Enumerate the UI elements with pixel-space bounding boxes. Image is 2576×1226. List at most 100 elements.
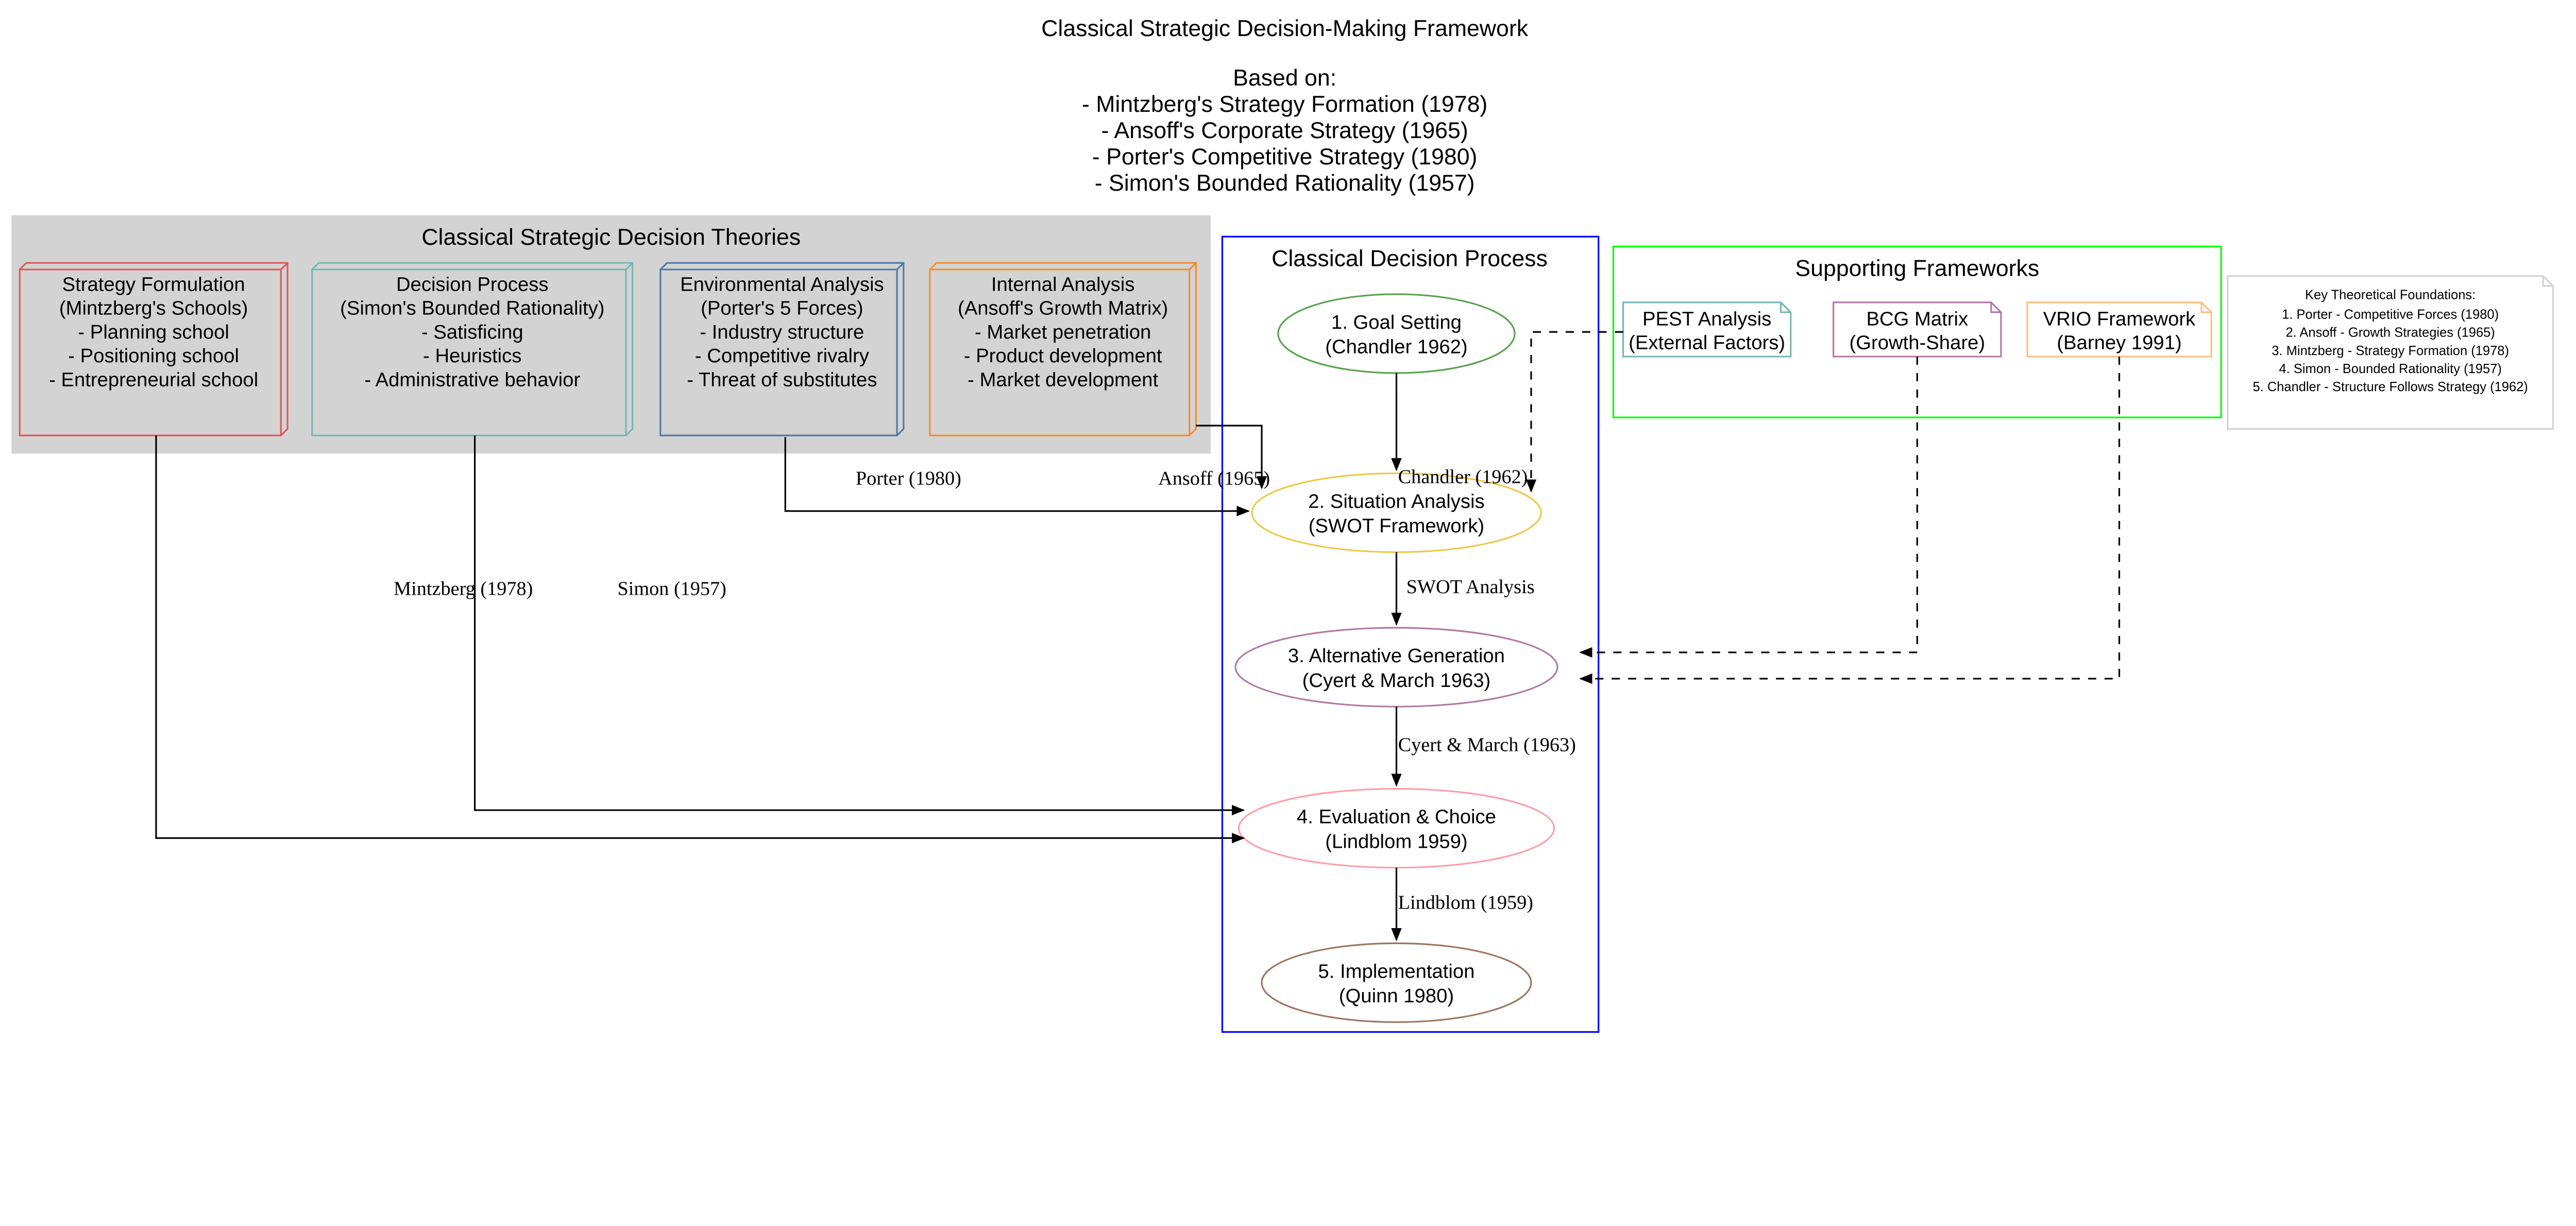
theories-cluster-background [11,215,1211,454]
edge-label: Cyert & March (1963) [1398,734,1576,755]
theories-cluster: Classical Strategic Decision Theories St… [11,215,1211,454]
theory-node-line: Decision Process [396,273,549,295]
framework-node-bcg-matrix: BCG Matrix(Growth-Share) [1833,301,2002,358]
theory-node-line: - Satisficing [421,321,523,343]
diagram-header: Classical Strategic Decision-Making Fram… [1041,16,1529,196]
edge-label: Simon (1957) [617,578,726,599]
edge-vrio-to-alternative [1579,356,2121,684]
process-step-line: (Cyert & March 1963) [1302,669,1491,692]
note-line: 4. Simon - Bounded Rationality (1957) [2279,362,2501,376]
process-step-alternative-generation: 3. Alternative Generation(Cyert & March … [1234,627,1558,708]
framework-node-line: (Growth-Share) [1850,332,1986,354]
process-step-situation-analysis: 2. Situation Analysis (SWOT Framework) [1251,472,1542,553]
note-line: Key Theoretical Foundations: [2305,288,2476,302]
theory-node-strategy-formulation: Strategy Formulation(Mintzberg's Schools… [19,262,289,436]
based-on-label: Based on: [1233,65,1336,91]
theory-node-line: (Simon's Bounded Rationality) [340,297,604,320]
process-step-line: 5. Implementation [1318,960,1475,982]
box3d-shape [659,262,905,436]
framework-node-pest-analysis: PEST Analysis(External Factors) [1622,301,1792,358]
framework-diagram: Classical Strategic Decision-Making Fram… [11,16,2554,1033]
theory-node-line: - Market penetration [975,321,1151,343]
framework-node-line: PEST Analysis [1642,308,1771,330]
theory-node-line: - Administrative behavior [364,368,580,391]
box3d-shape [929,262,1197,436]
theory-node-decision-process: Decision Process(Simon's Bounded Rationa… [311,262,634,436]
process-step-implementation: 5. Implementation (Quinn 1980) [1261,942,1532,1023]
note-line: 2. Ansoff - Growth Strategies (1965) [2285,326,2495,340]
theories-cluster-label: Classical Strategic Decision Theories [421,225,801,250]
theory-node-line: (Mintzberg's Schools) [59,297,248,320]
process-step-line: (Lindblom 1959) [1325,830,1467,852]
frameworks-cluster-label: Supporting Frameworks [1795,256,2039,281]
theory-node-line: - Heuristics [423,345,521,367]
note-shape [1833,301,2002,358]
edge-label: Mintzberg (1978) [394,578,533,599]
note-line: 5. Chandler - Structure Follows Strategy… [2252,380,2528,394]
theory-node-line: Internal Analysis [991,273,1135,295]
note-shape [1622,301,1792,358]
theory-node-line: Strategy Formulation [62,273,245,295]
process-step-line: (Quinn 1980) [1339,985,1454,1007]
diagram-title: Classical Strategic Decision-Making Fram… [1041,16,1529,41]
theory-node-line: - Product development [964,345,1162,367]
process-cluster-border [1221,236,1600,1033]
edge-label: Chandler (1962) [1398,466,1528,488]
edges [155,331,2121,942]
note-line: 3. Mintzberg - Strategy Formation (1978) [2272,344,2509,358]
edge-label: SWOT Analysis [1406,576,1535,598]
framework-node-line: (Barney 1991) [2057,332,2181,354]
process-step-evaluation-choice: 4. Evaluation & Choice(Lindblom 1959) [1238,788,1555,869]
theory-node-line: - Market development [968,368,1158,391]
framework-node-line: VRIO Framework [2043,308,2196,330]
framework-node-line: (External Factors) [1629,332,1785,354]
process-step-line: (Chandler 1962) [1325,336,1467,358]
theory-node-line: - Positioning school [68,345,239,367]
framework-node-line: BCG Matrix [1866,308,1968,330]
source-line: - Porter's Competitive Strategy (1980) [1092,144,1478,170]
frameworks-cluster: Supporting Frameworks PEST Analysis(Exte… [1612,245,2222,418]
edge-label: Ansoff (1965) [1158,468,1270,490]
process-step-line: 3. Alternative Generation [1288,645,1505,667]
edge-environmental-to-situation [784,437,1250,516]
theory-node-environmental-analysis: Environmental Analysis(Porter's 5 Forces… [659,262,905,436]
box3d-shape [311,262,634,436]
theory-node-line: - Entrepreneurial school [49,368,258,391]
theory-node-line: (Porter's 5 Forces) [701,297,863,320]
process-cluster-label: Classical Decision Process [1272,246,1548,272]
process-cluster: Classical Decision Process 1. Goal Setti… [1221,236,1600,1033]
note-shape [2227,275,2554,430]
process-step-line: 4. Evaluation & Choice [1297,806,1496,828]
box3d-shape [19,262,289,436]
theory-node-internal-analysis: Internal Analysis(Ansoff's Growth Matrix… [929,262,1197,436]
process-step-goal-setting: 1. Goal Setting (Chandler 1962) [1277,293,1516,374]
ellipse-shape [1261,942,1532,1023]
theory-node-line: - Threat of substitutes [687,368,877,391]
ellipse-shape [1238,788,1555,869]
key-foundations-note: Key Theoretical Foundations: 1. Porter -… [2227,275,2554,430]
theory-node-line: - Planning school [78,321,229,343]
source-line: - Mintzberg's Strategy Formation (1978) [1082,92,1487,117]
theory-node-line: - Competitive rivalry [695,345,870,367]
edge-internal-to-situation [1196,425,1267,490]
edge-label: Porter (1980) [856,468,961,490]
edge-bcg-to-alternative [1579,356,1918,658]
frameworks-cluster-border [1612,245,2222,418]
edge-label: Lindblom (1959) [1398,892,1533,913]
edge-strategy-to-evaluation [155,435,1245,844]
edge-pest-to-situation [1526,331,1623,493]
process-step-line: 2. Situation Analysis [1308,490,1484,512]
theory-node-line: - Industry structure [700,321,864,343]
note-shape [2026,301,2212,358]
ellipse-shape [1277,293,1516,374]
process-step-line: 1. Goal Setting [1331,311,1462,333]
note-line: 1. Porter - Competitive Forces (1980) [2282,308,2499,322]
process-step-line: (SWOT Framework) [1309,515,1484,537]
framework-node-vrio-framework: VRIO Framework(Barney 1991) [2026,301,2212,358]
source-line: - Simon's Bounded Rationality (1957) [1095,171,1475,196]
edge-labels: Chandler (1962) SWOT Analysis Cyert & Ma… [394,466,1576,913]
theory-node-line: Environmental Analysis [680,273,884,295]
edge-decision-process-to-evaluation [473,435,1245,816]
theory-node-line: (Ansoff's Growth Matrix) [958,297,1168,320]
ellipse-shape [1234,627,1558,708]
